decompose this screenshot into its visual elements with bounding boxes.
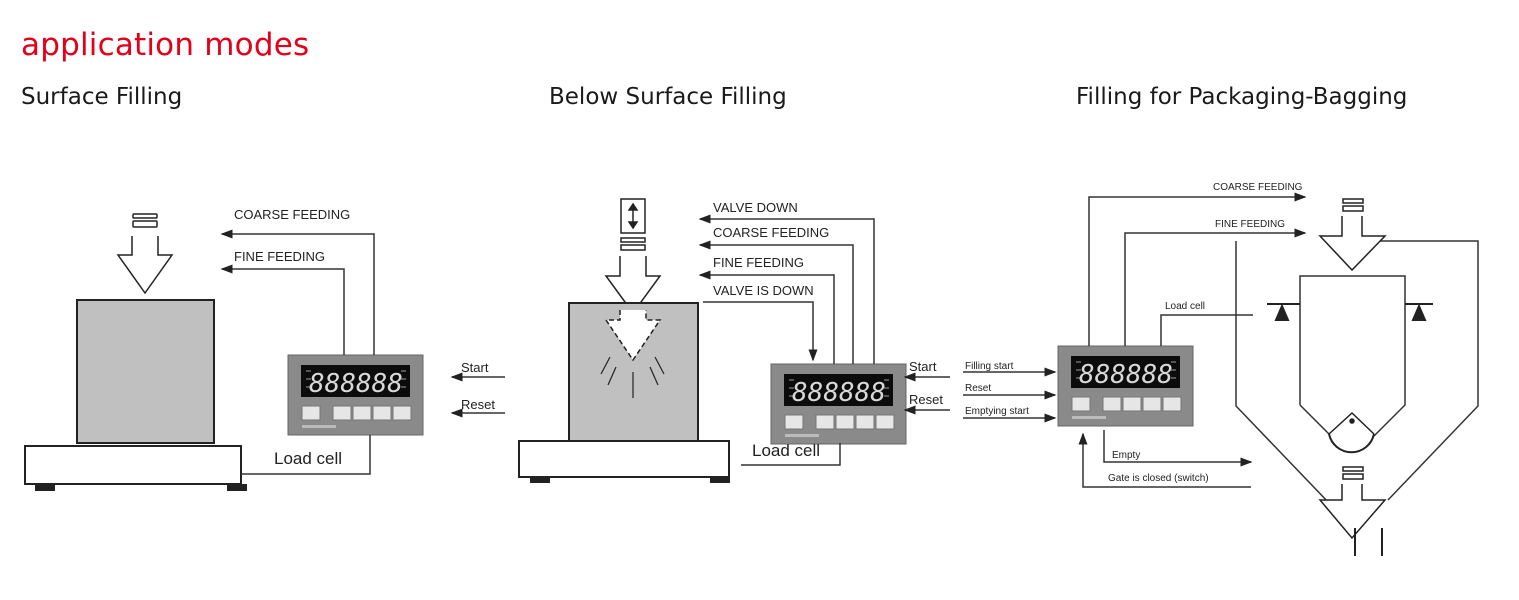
valve-icon bbox=[604, 198, 662, 315]
load-cell-label: Load cell bbox=[274, 449, 342, 468]
scale-platform bbox=[518, 440, 730, 483]
output-label: COARSE FEEDING bbox=[234, 207, 350, 222]
bag-spout bbox=[1354, 528, 1383, 556]
mode-heading-below-surface-filling: Below Surface Filling bbox=[549, 84, 787, 110]
output-label: FINE FEEDING bbox=[713, 255, 804, 270]
outer-hopper bbox=[1235, 240, 1479, 529]
submerged-arrow-icon bbox=[604, 310, 662, 362]
input-label: Start bbox=[909, 359, 937, 374]
weighing-indicator bbox=[1057, 345, 1194, 427]
output-label: Empty bbox=[1112, 450, 1140, 461]
mode-heading-surface-filling: Surface Filling bbox=[21, 84, 183, 110]
feed-arrow-icon bbox=[116, 213, 174, 295]
input-label: Reset bbox=[965, 383, 991, 394]
feedback-label: VALVE IS DOWN bbox=[713, 283, 814, 298]
container bbox=[76, 299, 215, 444]
output-label: VALVE DOWN bbox=[713, 200, 798, 215]
input-label: Start bbox=[461, 360, 489, 375]
page-title: application modes bbox=[21, 26, 310, 63]
input-label: Filling start bbox=[965, 361, 1014, 372]
gate-valve-icon bbox=[1328, 411, 1375, 454]
mode-heading-packaging-bagging: Filling for Packaging-Bagging bbox=[1076, 84, 1408, 110]
output-label: FINE FEEDING bbox=[234, 249, 325, 264]
feedback-label: Gate is closed (switch) bbox=[1108, 473, 1209, 484]
input-label: Reset bbox=[909, 392, 943, 407]
input-label: Reset bbox=[461, 397, 495, 412]
output-label: FINE FEEDING bbox=[1215, 219, 1285, 230]
input-label: Emptying start bbox=[965, 406, 1029, 417]
output-label: COARSE FEEDING bbox=[1213, 182, 1303, 193]
weigh-hopper bbox=[1299, 275, 1406, 437]
load-cell-label: Load cell bbox=[1165, 301, 1205, 312]
feed-arrow-icon bbox=[1318, 198, 1387, 272]
load-cell-supports bbox=[1267, 303, 1433, 321]
discharge-arrow-icon bbox=[1318, 466, 1387, 540]
scale-platform bbox=[24, 445, 247, 491]
output-label: COARSE FEEDING bbox=[713, 225, 829, 240]
load-cell-label: Load cell bbox=[752, 441, 820, 460]
